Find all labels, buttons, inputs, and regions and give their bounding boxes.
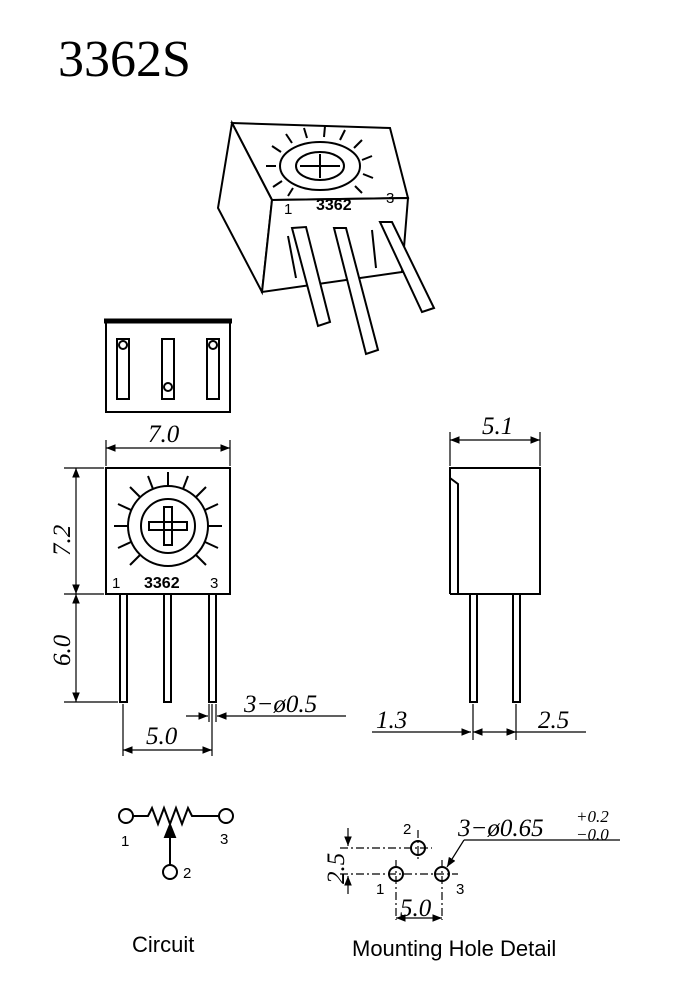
iso-pin1-label: 1 <box>284 201 292 218</box>
bottom-view <box>104 318 232 413</box>
dim-height-label: 7.2 <box>49 525 76 556</box>
circuit-terminal-1 <box>118 808 134 824</box>
bottom-view-slot-right <box>206 338 220 400</box>
front-marking: 3362 <box>144 575 180 592</box>
iso-lead-3 <box>378 221 436 314</box>
mount-hole-spec-label: 3−ø0.65 <box>457 815 544 842</box>
circuit-terminal-2 <box>162 864 178 880</box>
mount-vertical-spacing-label: 2.5 <box>323 853 350 884</box>
circuit-pin1-label: 1 <box>121 833 129 850</box>
iso-lead-2 <box>332 227 380 356</box>
part-number-title: 3362S <box>58 31 191 88</box>
mount-tol-plus: +0.2 <box>576 807 609 826</box>
iso-body-front <box>260 196 410 294</box>
iso-rotor-teeth <box>266 125 374 197</box>
side-view-body <box>449 467 541 595</box>
front-lead-3 <box>208 593 217 703</box>
circuit-caption: Circuit <box>132 932 194 957</box>
side-view: 5.1 1.3 2.5 <box>372 413 586 740</box>
front-pin1-label: 1 <box>112 575 120 592</box>
isometric-view: 3362 1 3 <box>216 119 436 356</box>
dim-depth-label: 5.1 <box>482 413 513 440</box>
circuit-terminal-3 <box>218 808 234 824</box>
circuit-pin2-label: 2 <box>183 865 191 882</box>
dim-lead-length-label: 6.0 <box>49 634 76 666</box>
iso-lead-1 <box>290 225 332 328</box>
mount-centerlines <box>340 830 458 920</box>
dim-lead-pitch-label: 5.0 <box>146 723 178 750</box>
circuit-diagram: 1 3 2 Circuit <box>118 805 234 957</box>
mount-horizontal-spacing-label: 5.0 <box>400 895 432 922</box>
iso-cross-slot <box>300 154 340 178</box>
bottom-view-pin-center <box>163 382 173 392</box>
dim-lead-offset-label: 1.3 <box>376 707 407 734</box>
iso-lead-grooves <box>287 229 377 279</box>
front-pin3-label: 3 <box>210 575 218 592</box>
side-lead-back <box>512 593 521 703</box>
iso-marking: 3362 <box>316 197 352 214</box>
mounting-hole-detail: 2.5 5.0 3−ø0.65 +0.2 −0.0 2 1 3 Mounting… <box>323 807 620 961</box>
mount-pin3-label: 3 <box>456 881 464 898</box>
bottom-view-pin-right <box>208 340 218 350</box>
mount-pin2-label: 2 <box>403 821 411 838</box>
mounting-caption: Mounting Hole Detail <box>352 936 556 961</box>
bottom-view-slot-center <box>161 338 175 400</box>
mount-tol-minus: −0.0 <box>576 825 609 844</box>
circuit-resistor <box>133 805 219 827</box>
front-lead-2 <box>163 593 172 703</box>
front-view: 3362 1 3 7.0 7.2 6.0 5.0 3−ø0.5 <box>49 421 346 756</box>
mount-hole-leader <box>446 839 465 868</box>
bottom-view-body <box>105 319 231 413</box>
iso-pin3-label: 3 <box>386 190 394 207</box>
circuit-pin3-label: 3 <box>220 831 228 848</box>
iso-rotor-hub <box>295 151 345 181</box>
dim-lead-spacing-label: 2.5 <box>538 707 569 734</box>
bottom-view-slot-left <box>116 338 130 400</box>
mount-pin1-label: 1 <box>376 881 384 898</box>
iso-rotor-ring <box>279 141 361 191</box>
front-lead-1 <box>119 593 128 703</box>
bottom-view-pin-left <box>118 340 128 350</box>
dim-lead-diameter-label: 3−ø0.5 <box>243 691 317 718</box>
dim-width-label: 7.0 <box>148 421 180 448</box>
side-lead-front <box>469 593 478 703</box>
front-rotor-teeth <box>114 472 222 566</box>
